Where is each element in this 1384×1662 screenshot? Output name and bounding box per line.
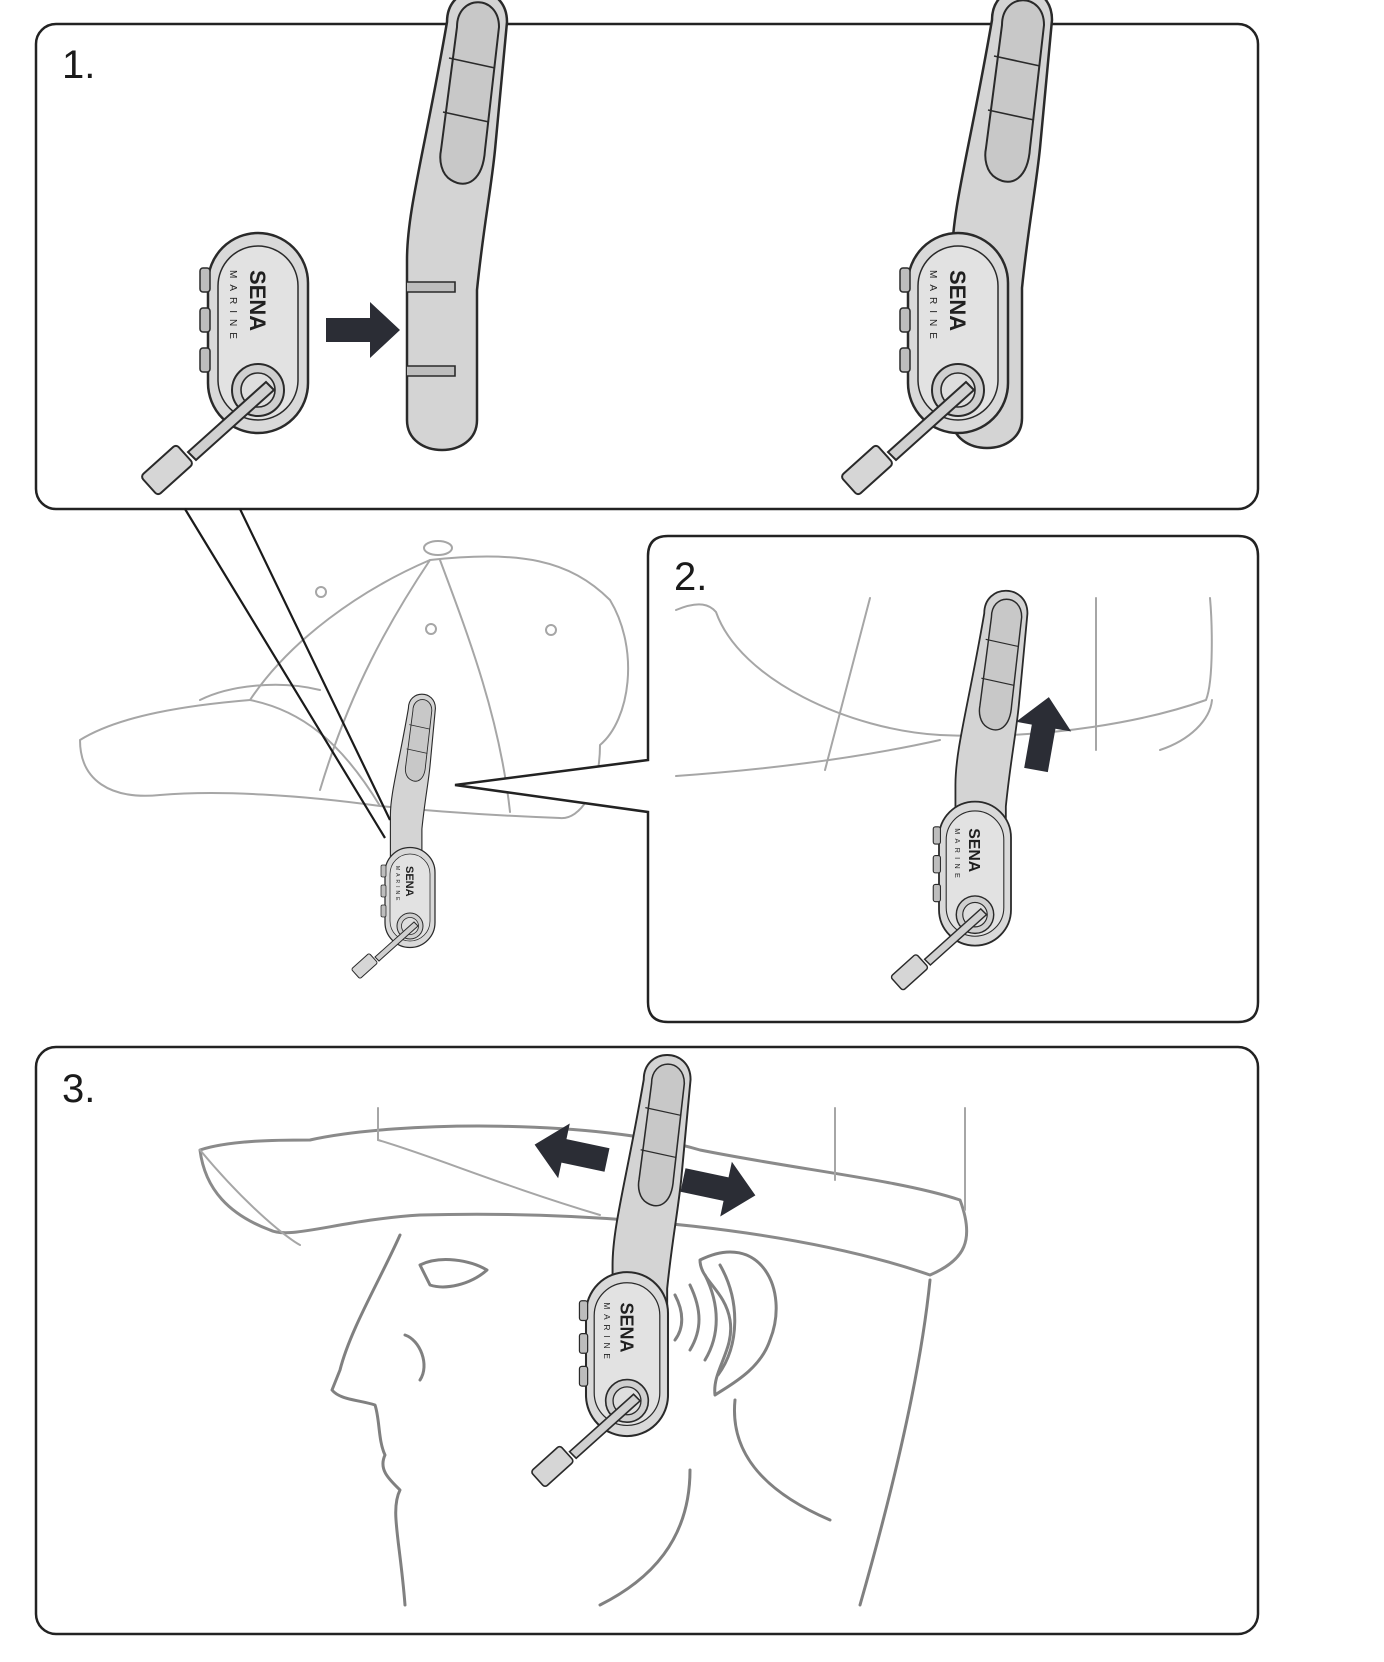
brand-label: SENA xyxy=(403,866,415,897)
callout-lines-step-1 xyxy=(184,508,391,839)
headset-on-cap: SENA MARINE xyxy=(350,693,436,980)
headset-assembled: SENA MARINE xyxy=(839,0,1054,497)
brand-label: SENA xyxy=(945,270,970,331)
sub-brand-label: MARINE xyxy=(227,270,238,345)
brand-label: SENA xyxy=(245,270,270,331)
panel-step-1: 1. SENA MARINE SENA MARINE xyxy=(34,0,1260,511)
sound-waves-icon xyxy=(673,1263,737,1377)
headset-detached: SENA MARINE xyxy=(139,231,310,497)
sub-brand-label: MARINE xyxy=(927,270,938,345)
panel-step-2: 2. SENA MARINE xyxy=(454,534,1260,1024)
person-profile xyxy=(330,1233,932,1607)
panel-step-3: 3. SENA xyxy=(34,1045,1260,1636)
headset-closeup: SENA MARINE xyxy=(889,589,1029,992)
brand-label: SENA xyxy=(965,828,982,873)
cap-closeup xyxy=(675,597,1213,777)
sub-brand-label: MARINE xyxy=(953,828,962,882)
clip-plate xyxy=(405,0,509,452)
step-1-number: 1. xyxy=(62,43,95,87)
step-2-number: 2. xyxy=(674,555,707,599)
step-3-number: 3. xyxy=(62,1067,95,1111)
sub-brand-label: MARINE xyxy=(602,1302,611,1363)
brand-label: SENA xyxy=(616,1302,636,1352)
headset-on-head: SENA MARINE xyxy=(529,1054,692,1489)
sub-brand-label: MARINE xyxy=(394,866,400,903)
cap-on-head xyxy=(198,1107,969,1277)
cap-overview: SENA MARINE xyxy=(79,540,630,980)
